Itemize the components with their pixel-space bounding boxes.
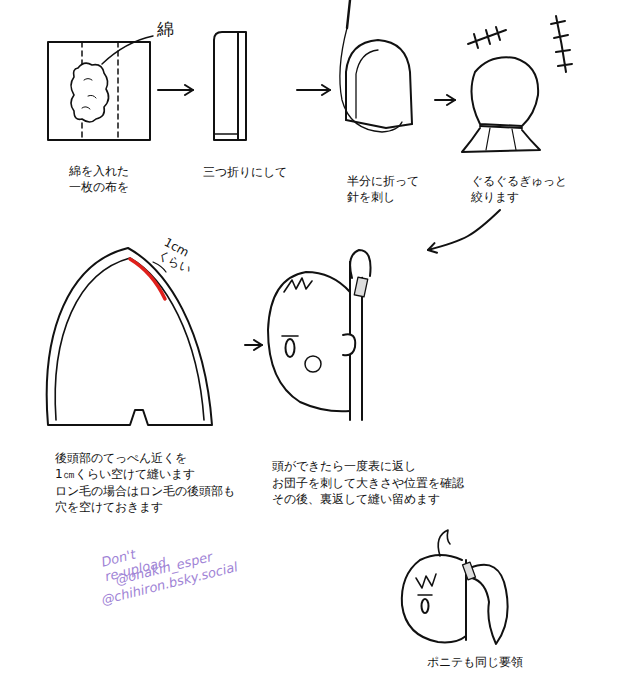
needle-pouch (340, 0, 412, 132)
caption-line: 絞ります (471, 189, 567, 206)
folded-strip (214, 32, 246, 140)
material-label: 綿 (157, 20, 174, 40)
step-panel: ポニテも同じ要領 (405, 515, 545, 675)
step-arrow (428, 210, 500, 250)
step-caption: 後頭部のてっぺん近くを 1㎝くらい空けて縫います ロン毛の場合はロン毛の後頭部も… (55, 450, 235, 516)
caption-line: 一枚の布を (69, 179, 129, 196)
step-arrow (245, 344, 262, 346)
step-panel: 綿を入れた 一枚の布を (40, 20, 158, 200)
step-panel: 後頭部のてっぺん近くを 1㎝くらい空けて縫います ロン毛の場合はロン毛の後頭部も… (45, 238, 245, 520)
gathered-bun (462, 16, 572, 152)
caption-line: 針を刺し (347, 189, 419, 206)
step-panel: 頭ができたら一度表に返し お団子を刺して大きさや位置を確認 その後、裏返して縫い… (262, 250, 474, 512)
step-panel: ぐるぐるぎゅっと 絞ります (455, 20, 583, 210)
step-arrow (297, 89, 330, 91)
caption-line: ぐるぐるぎゅっと (471, 173, 567, 190)
step-caption: ぐるぐるぎゅっと 絞ります (471, 173, 567, 206)
step-arrow (435, 99, 455, 101)
dimension-note: 1cm くらい (155, 236, 200, 277)
label-line: 綿 (157, 20, 174, 40)
caption-line: 半分に折って (347, 173, 419, 190)
ponytail-head (402, 530, 508, 644)
caption-line: お団子を刺して大きさや位置を確認 (272, 475, 464, 492)
caption-line: 頭ができたら一度表に返し (272, 458, 464, 475)
caption-line: 1㎝くらい空けて縫います (55, 466, 235, 483)
step-caption: 半分に折って 針を刺し (347, 173, 419, 206)
caption-line: ポニテも同じ要領 (427, 654, 523, 671)
step-panel: 三つ折りにして (193, 20, 297, 185)
step-caption: 頭ができたら一度表に返し お団子を刺して大きさや位置を確認 その後、裏返して縫い… (272, 458, 464, 508)
caption-line: 穴を空けておきます (55, 499, 235, 516)
head-with-bun (268, 250, 371, 420)
caption-line: 後頭部のてっぺん近くを (55, 450, 235, 467)
step-caption: 三つ折りにして (203, 164, 287, 181)
step-caption: 綿を入れた 一枚の布を (69, 163, 129, 196)
step-panel: 半分に折って 針を刺し (330, 20, 435, 210)
caption-line: 綿を入れた (69, 163, 129, 180)
caption-line: その後、裏返して縫い留めます (272, 491, 464, 508)
caption-line: ロン毛の場合はロン毛の後頭部も (55, 483, 235, 500)
step-caption: ポニテも同じ要領 (427, 654, 523, 671)
caption-line: 三つ折りにして (203, 164, 287, 181)
cloth-with-cotton (48, 36, 153, 140)
step-arrow (158, 89, 193, 91)
head-pattern (47, 248, 212, 425)
